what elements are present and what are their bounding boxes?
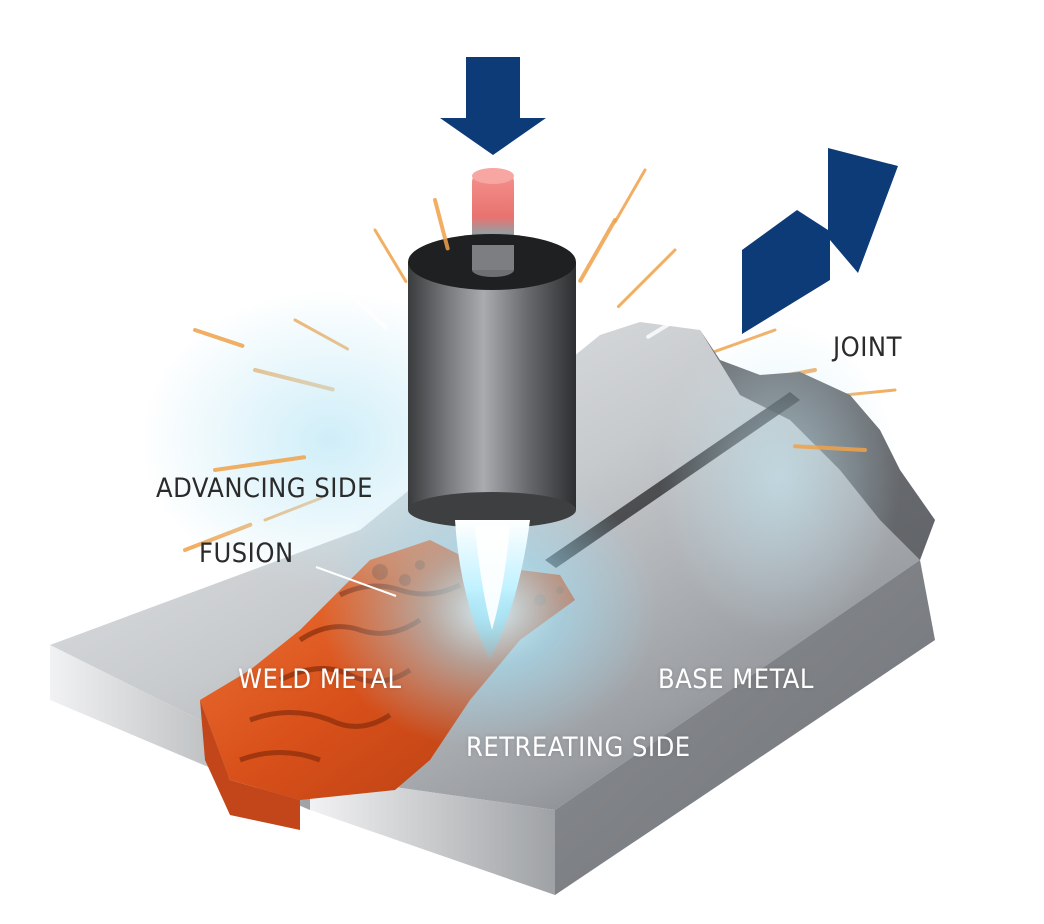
spark-streak xyxy=(578,218,617,283)
spark-streak xyxy=(646,288,727,339)
travel-direction-arrow-icon xyxy=(742,148,898,334)
spark-streak xyxy=(373,228,408,283)
fusion-label: FUSION xyxy=(199,538,294,569)
weld-metal-label: WELD METAL xyxy=(238,664,402,695)
tool-shoulder xyxy=(408,234,576,528)
base-metal-label: BASE METAL xyxy=(658,664,814,695)
spark-streak xyxy=(333,278,389,330)
spark-streak xyxy=(616,248,677,309)
spark-streaks-front xyxy=(193,178,867,472)
spark-streak xyxy=(193,328,245,348)
advancing-side-label: ADVANCING SIDE xyxy=(156,473,373,504)
joint-label: JOINT xyxy=(833,332,902,363)
down-force-arrow-icon xyxy=(440,57,546,155)
spark-streak xyxy=(213,455,307,472)
fusion-leader-line xyxy=(315,566,397,597)
spark-streak xyxy=(613,168,647,224)
spark-streak xyxy=(343,178,373,225)
spark-streak xyxy=(793,444,867,452)
spark-streak xyxy=(433,198,450,251)
welding-arc xyxy=(455,520,530,660)
retreating-side-label: RETREATING SIDE xyxy=(466,732,691,763)
heat-haze-right xyxy=(660,320,900,640)
